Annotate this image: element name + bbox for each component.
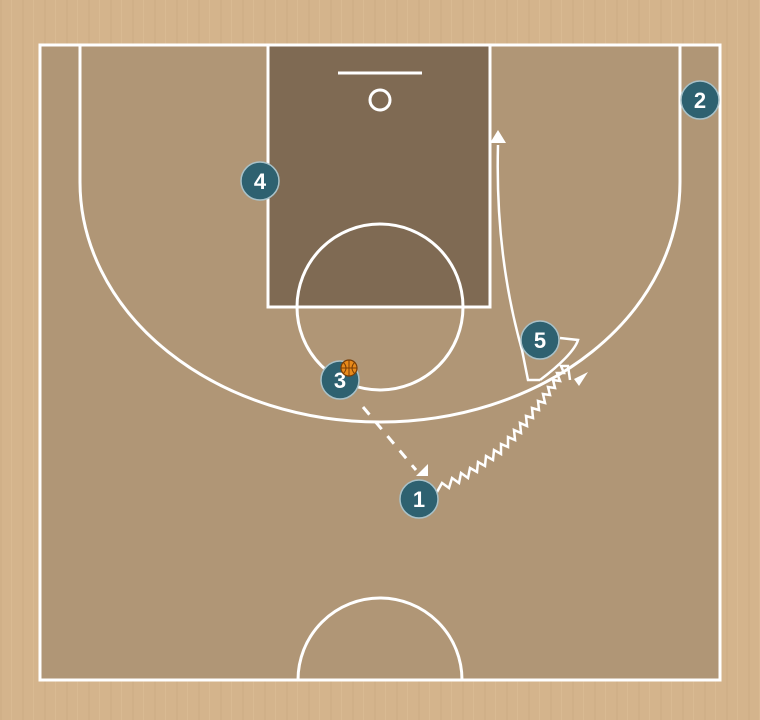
center-circle <box>296 596 464 681</box>
cut-arrowhead <box>490 130 506 143</box>
three-point-line <box>78 45 682 424</box>
player-5-number: 5 <box>534 328 546 353</box>
player-4: 4 <box>240 161 280 201</box>
player-4-number: 4 <box>254 169 267 194</box>
play-actions <box>361 130 588 493</box>
court-boundary <box>38 43 722 682</box>
player-3-number: 3 <box>334 368 346 393</box>
player-2: 2 <box>680 80 720 120</box>
dribble-arrowhead <box>574 372 588 386</box>
player-5: 5 <box>520 320 560 360</box>
basketball-icon <box>340 359 358 377</box>
cut-path <box>496 144 540 382</box>
rim <box>368 88 392 112</box>
player-1-number: 1 <box>413 487 425 512</box>
player-1: 1 <box>399 479 439 519</box>
dribble-path <box>435 364 572 493</box>
screen-curl <box>539 336 580 381</box>
pass-line <box>361 406 418 471</box>
paint-area <box>266 43 492 309</box>
player-2-number: 2 <box>694 88 706 113</box>
pass-arrowhead <box>416 464 428 476</box>
court-lines <box>38 43 722 682</box>
